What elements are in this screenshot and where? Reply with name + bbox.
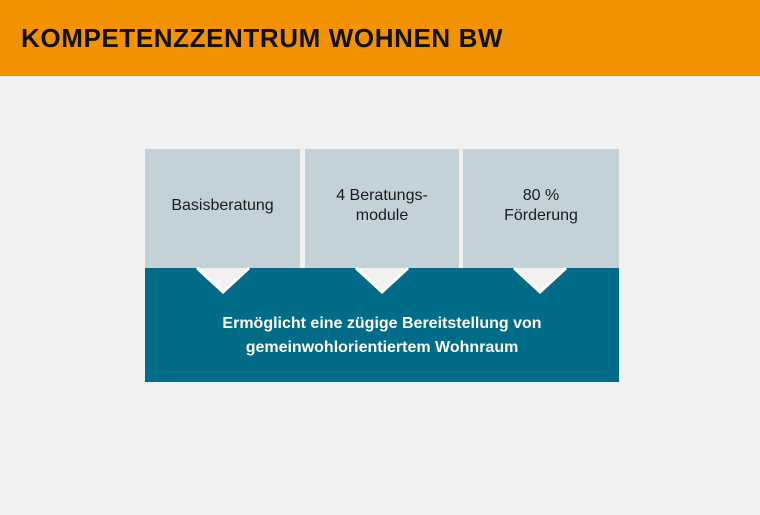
result-banner — [145, 268, 619, 382]
box-foerderung: 80 % Förderung — [463, 149, 619, 268]
notch-outline-3 — [512, 266, 568, 295]
box-basisberatung: Basisberatung — [145, 149, 300, 268]
box-label-beratungsmodule: 4 Beratungs- module — [336, 186, 428, 224]
box-label-basisberatung: Basisberatung — [171, 196, 274, 214]
header-title: KOMPETENZZENTRUM WOHNEN BW — [21, 23, 504, 53]
box-beratungsmodule: 4 Beratungs- module — [305, 149, 459, 268]
header-bar: KOMPETENZZENTRUM WOHNEN BW — [0, 0, 760, 76]
result-text: Ermöglicht eine zügige Bereitstellung vo… — [222, 315, 542, 356]
box-label-foerderung: 80 % Förderung — [504, 186, 578, 224]
notch-outline-2 — [354, 266, 410, 295]
notch-outline-1 — [195, 266, 251, 295]
